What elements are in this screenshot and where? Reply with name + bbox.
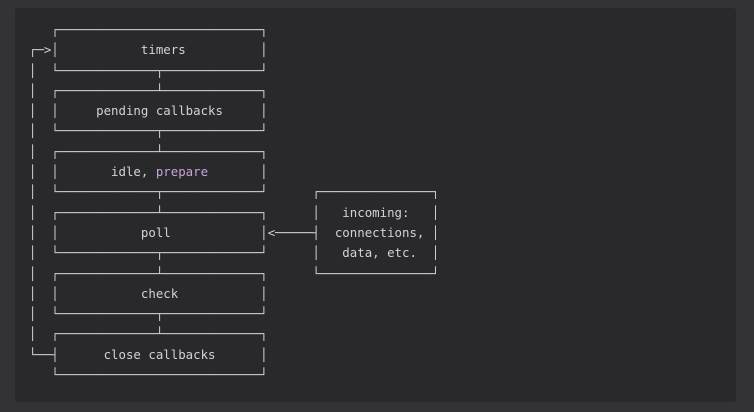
- highlighted-phase-text: prepare: [155, 164, 209, 180]
- diagram-line: │ └─────────────┬─────────────┘: [29, 123, 268, 139]
- diagram-line: │ └─────────────┬─────────────┘: [29, 62, 268, 78]
- diagram-line: │ ┌─────────────┴─────────────┐ │ incomi…: [29, 204, 440, 220]
- code-block: ┌───────────────────────────┐ ┌─>│ timers…: [15, 8, 736, 402]
- diagram-line: │ ┌─────────────┴─────────────┐ └───────…: [29, 265, 440, 281]
- diagram-line: └───────────────────────────┘: [29, 367, 268, 383]
- diagram-line: │ │ pending callbacks │: [29, 103, 268, 119]
- diagram-line: │ └─────────────┬─────────────┘ ┌───────…: [29, 184, 440, 200]
- diagram-line: │ │ check │: [29, 285, 268, 301]
- event-loop-ascii-diagram: ┌───────────────────────────┐ ┌─>│ timers…: [15, 8, 736, 385]
- diagram-line: │ └─────────────┬─────────────┘ │ data, …: [29, 245, 440, 261]
- diagram-line: │ ┌─────────────┴─────────────┐: [29, 143, 268, 159]
- diagram-line: ┌───────────────────────────┐: [29, 22, 268, 37]
- diagram-line: │ │ idle, prepare │: [29, 164, 268, 180]
- diagram-line: │ └─────────────┬─────────────┘: [29, 306, 268, 322]
- diagram-line: │ ┌─────────────┴─────────────┐: [29, 82, 268, 98]
- diagram-line: ┌─>│ timers │: [29, 42, 268, 58]
- diagram-line: │ ┌─────────────┴─────────────┐: [29, 326, 268, 342]
- diagram-line: │ │ poll │<─────┤ connections, │: [29, 224, 440, 240]
- diagram-line: └──┤ close callbacks │: [29, 346, 268, 362]
